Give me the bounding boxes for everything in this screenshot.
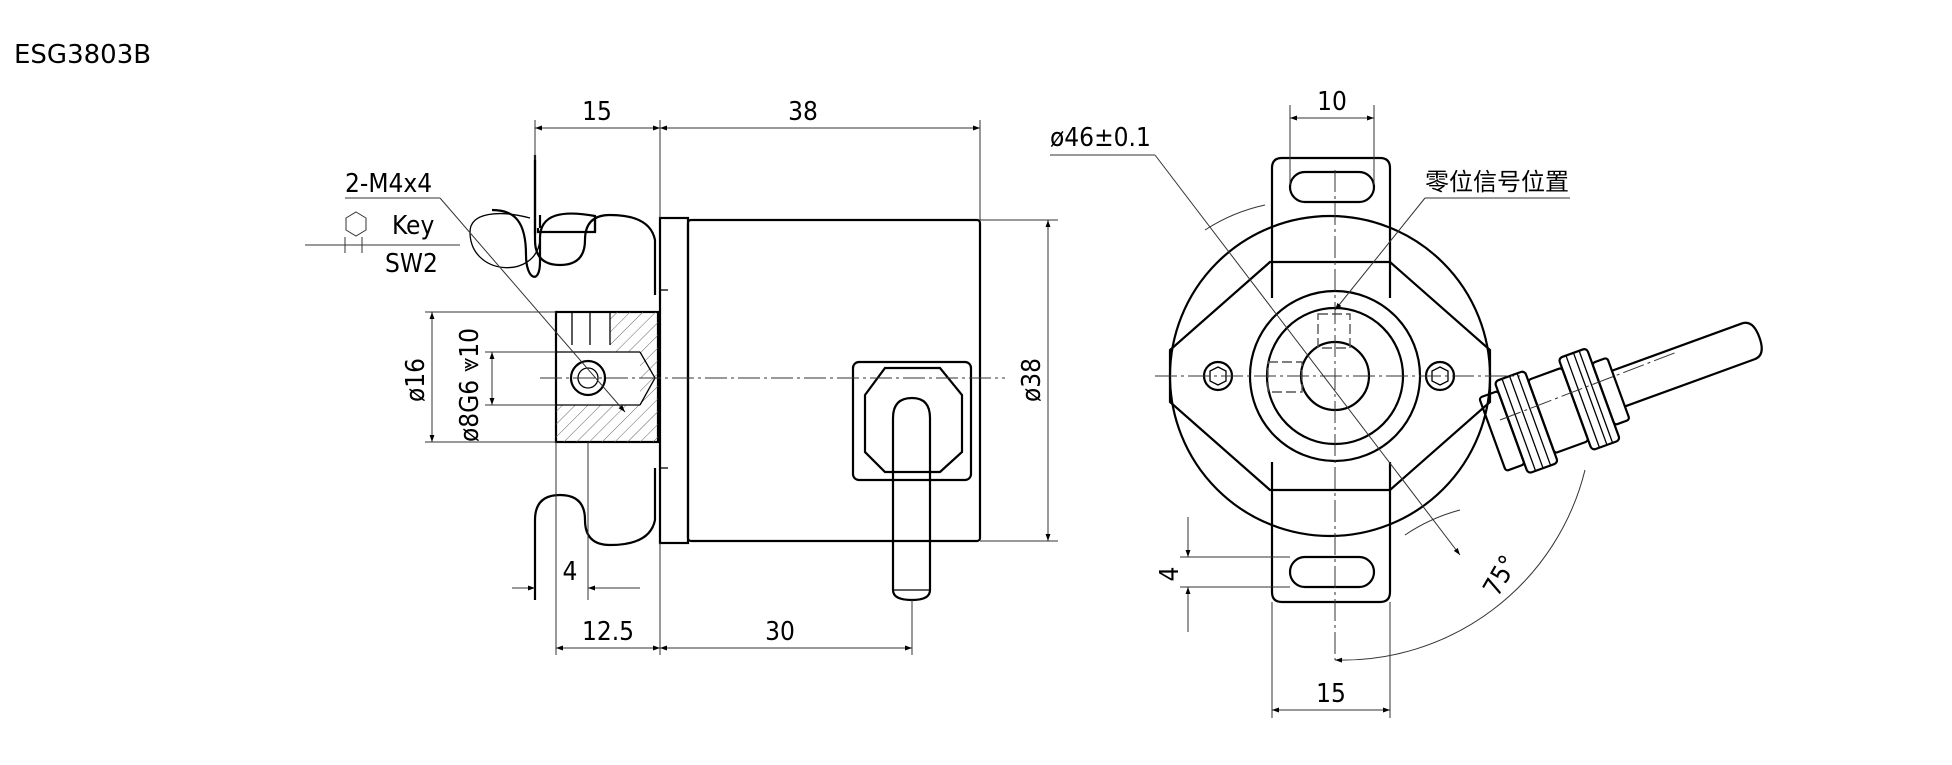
zero-position-label: 零位信号位置 (1425, 168, 1569, 196)
dim-body-length: 38 (788, 97, 818, 127)
dim-slot-width: 4 (1155, 567, 1185, 582)
mount-tab-top (1270, 156, 1392, 298)
wrench-size: SW2 (385, 249, 438, 279)
hub-hatch-top (610, 312, 658, 352)
dim-hub-length: 12.5 (582, 617, 634, 647)
dim-flange-thickness: 15 (582, 97, 612, 127)
cable-gland-outer (851, 360, 973, 482)
spring-curve-top (533, 160, 657, 295)
cable-gland-nut (863, 366, 964, 474)
dim-cable-position: 30 (765, 617, 795, 647)
screw-leader (439, 197, 626, 413)
cable-gland-angled (1478, 321, 1763, 474)
front-view (1155, 156, 1763, 660)
encoder-body (686, 218, 982, 543)
dim-angle: 75° (1478, 551, 1525, 602)
dim-tab-width-top: 10 (1317, 87, 1347, 117)
model-title: ESG3803B (14, 40, 152, 70)
mount-tab-bottom (1270, 462, 1392, 604)
dim-body-diameter: ø38 (1017, 358, 1047, 402)
spring-curve-bottom (533, 468, 657, 600)
hidden-set-screw-side (1267, 361, 1303, 393)
dim-hub-diameter: ø16 (401, 358, 431, 402)
dim-mount-circle: ø46±0.1 (1050, 123, 1151, 153)
front-view-dimensions: 10 ø46±0.1 零位信号位置 4 75° 15 (1050, 87, 1586, 718)
hidden-set-screw (1317, 313, 1351, 349)
hex-key-icon (345, 211, 367, 237)
side-view-dimensions: 15 38 ø38 ø16 ø8G6 ⩔10 2-M4x4 Key SW2 4 (305, 97, 1058, 655)
dim-bore: ø8G6 ⩔10 (455, 328, 485, 442)
spring-plate (469, 213, 541, 269)
spring-clip-upper (538, 215, 597, 232)
screw-note: 2-M4x4 (345, 169, 432, 199)
set-screw (569, 359, 607, 397)
cable-centerline (1499, 352, 1676, 421)
key-label: Key (392, 211, 434, 241)
slot-top (1288, 170, 1376, 204)
spring-plate-top (491, 208, 597, 278)
dim-screw-offset: 4 (563, 557, 578, 587)
flange (658, 216, 690, 545)
dim-tab-width-bottom: 15 (1316, 679, 1346, 709)
slot-bottom (1288, 555, 1376, 589)
side-view (469, 155, 1005, 602)
hub-hatch-bottom (556, 405, 658, 442)
cable (891, 396, 932, 602)
